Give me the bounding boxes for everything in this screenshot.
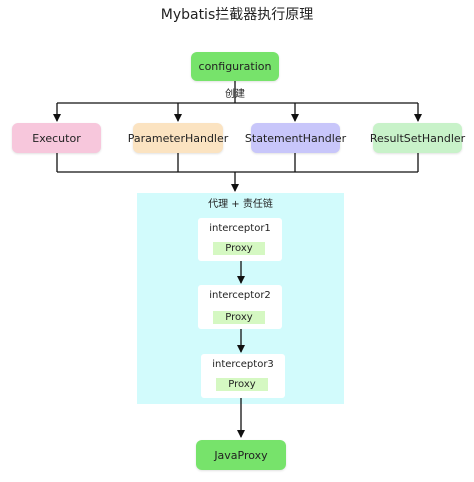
interceptor-1: interceptor1 Proxy — [198, 218, 282, 261]
configuration-node: configuration — [191, 52, 279, 81]
java-proxy-label: JavaProxy — [214, 448, 268, 462]
statement-handler-node: StatementHandler — [245, 123, 346, 153]
interceptor-1-label: interceptor1 — [209, 223, 271, 234]
executor-node: Executor — [12, 123, 101, 153]
executor-label: Executor — [32, 131, 81, 145]
diagram-title: Mybatis拦截器执行原理 — [160, 7, 314, 23]
result-set-handler-node: ResultSetHandler — [369, 123, 466, 153]
interceptor-1-proxy: Proxy — [213, 242, 265, 255]
interceptor-2: interceptor2 Proxy — [198, 285, 282, 329]
interceptor-2-proxy: Proxy — [213, 311, 265, 324]
java-proxy-node: JavaProxy — [196, 440, 286, 470]
parameter-handler-node: ParameterHandler — [128, 123, 228, 153]
interceptor-2-label: interceptor2 — [209, 290, 271, 301]
proxy-chain-title: 代理 + 责任链 — [208, 199, 273, 210]
result-set-handler-label: ResultSetHandler — [369, 131, 466, 145]
configuration-label: configuration — [198, 60, 272, 73]
interceptor-3: interceptor3 Proxy — [201, 354, 285, 398]
create-label: 创建 — [225, 89, 245, 100]
parameter-handler-label: ParameterHandler — [127, 131, 229, 145]
interceptor-3-label: interceptor3 — [212, 359, 274, 370]
interceptor-3-proxy: Proxy — [216, 378, 268, 391]
statement-handler-label: StatementHandler — [244, 131, 347, 145]
